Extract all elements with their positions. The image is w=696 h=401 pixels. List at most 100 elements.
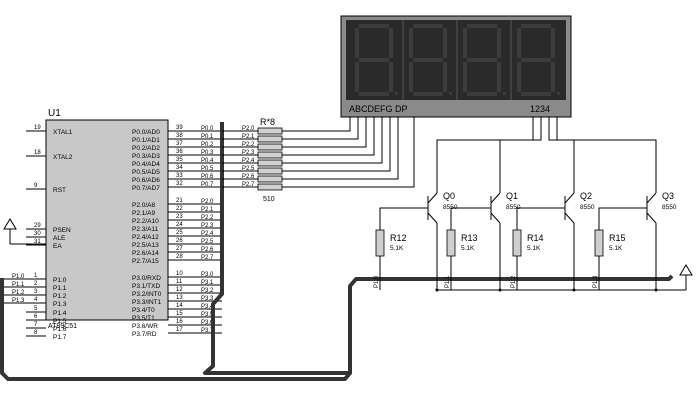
pin-name: P2.5/A13 (132, 242, 159, 249)
segment (355, 62, 359, 92)
net-label: P3.0 (201, 272, 214, 278)
power-terminal-left (3, 218, 46, 245)
net-label: P2.6 (242, 174, 255, 180)
digit-wire (436, 117, 534, 193)
pin-name: P1.3 (53, 301, 67, 308)
decimal-point (395, 92, 398, 95)
junction-dot (435, 288, 439, 292)
base-resistor (512, 229, 522, 257)
net-label: P1.3 (12, 298, 25, 304)
pin-number: 27 (176, 246, 183, 252)
segment (443, 28, 447, 58)
pin-number: 16 (176, 319, 183, 325)
segment (551, 62, 555, 92)
segment (467, 24, 497, 28)
junction-dot (654, 288, 658, 292)
segment (389, 62, 393, 92)
resistor-value: 5.1K (609, 245, 623, 252)
resistor-ref: R15 (609, 233, 626, 243)
pin-number: 37 (176, 141, 183, 147)
pin-number: 23 (176, 214, 183, 220)
segment (521, 24, 551, 28)
net-label: P2.3 (201, 223, 214, 229)
pin-name: P1.4 (53, 310, 67, 317)
net-label: P0.0 (201, 126, 214, 132)
transistor-ref: Q0 (443, 191, 455, 201)
segment-wire (282, 117, 375, 156)
pin-number: 29 (34, 223, 41, 229)
pin-number: 13 (176, 295, 183, 301)
pin-number: 11 (176, 279, 183, 285)
pin-name: EA (53, 243, 62, 250)
net-label: P2.0 (242, 126, 255, 132)
net-label: P3.7 (201, 328, 214, 334)
pin-name: P1.6 (53, 326, 67, 333)
net-label: P2.1 (242, 134, 255, 140)
net-label: P2.1 (201, 207, 214, 213)
segment-pin-label: ABCDEFG DP (349, 104, 408, 114)
pin-number: 2 (34, 281, 38, 287)
net-label: P3.6 (201, 320, 214, 326)
pin-number: 15 (176, 311, 183, 317)
net-label: P2.5 (201, 239, 214, 245)
net-label: P0.4 (201, 158, 214, 164)
pin-number: 10 (176, 271, 183, 277)
pin-number: 35 (176, 157, 183, 163)
digit-pin-label: 1234 (530, 104, 550, 114)
pin-name: P1.2 (53, 293, 67, 300)
pin-name: P1.1 (53, 285, 67, 292)
segment-wires (282, 117, 415, 188)
segment (359, 92, 389, 96)
net-label: P2.2 (242, 142, 255, 148)
resistor-ref: R12 (390, 233, 407, 243)
transistor-emitter (564, 192, 575, 204)
segment (467, 58, 497, 62)
segment (463, 28, 467, 58)
pin-number: 5 (34, 306, 38, 312)
resistor-array-ref: R*8 (260, 117, 275, 127)
transistor-collector (427, 212, 438, 224)
resistor-element (257, 151, 283, 159)
resistor-array: R*8 510 P2.0P2.1P2.2P2.3P2.4P2.5P2.6P2.7 (222, 117, 283, 203)
pin-name: P2.4/A12 (132, 234, 159, 241)
transistor-part: 8550 (580, 204, 595, 211)
pin-name: P2.1/A9 (132, 210, 156, 217)
resistor-element (257, 127, 283, 135)
transistor-collector (646, 212, 657, 224)
net-label: P1.0 (374, 275, 380, 288)
pin-number: 38 (176, 133, 183, 139)
microcontroller: U1 AT89C51 19XTAL118XTAL29RST29PSEN30ALE… (4, 108, 222, 341)
pin-number: 34 (176, 165, 183, 171)
pin-number: 26 (176, 238, 183, 244)
pin-number: 8 (34, 330, 38, 336)
pin-number: 36 (176, 149, 183, 155)
pin-name: P3.0/RXD (132, 275, 161, 282)
pin-number: 1 (34, 273, 38, 279)
segment (413, 92, 443, 96)
resistor-element (257, 159, 283, 167)
pin-name: P3.6/WR (132, 323, 158, 330)
pin-name: P0.7/AD7 (132, 185, 160, 192)
resistor-element (257, 167, 283, 175)
net-label: P2.2 (201, 215, 214, 221)
pin-number: 21 (176, 198, 183, 204)
transistor-collector (490, 212, 501, 224)
pin-number: 39 (176, 125, 183, 131)
net-label: P2.7 (242, 182, 255, 188)
base-wire (516, 207, 565, 230)
pin-number: 22 (176, 206, 183, 212)
transistor-ref: Q2 (580, 191, 592, 201)
resistor-element (257, 175, 283, 183)
resistor-ref: R13 (461, 233, 478, 243)
net-label: P2.0 (201, 199, 214, 205)
digit-4 (517, 24, 560, 96)
pin-name: PSEN (53, 227, 71, 234)
base-wire (450, 207, 491, 230)
base-resistor (594, 229, 604, 257)
junction-dot (498, 288, 502, 292)
pin-name: P1.0 (53, 277, 67, 284)
net-label: P1.2 (12, 290, 25, 296)
segment (521, 58, 551, 62)
